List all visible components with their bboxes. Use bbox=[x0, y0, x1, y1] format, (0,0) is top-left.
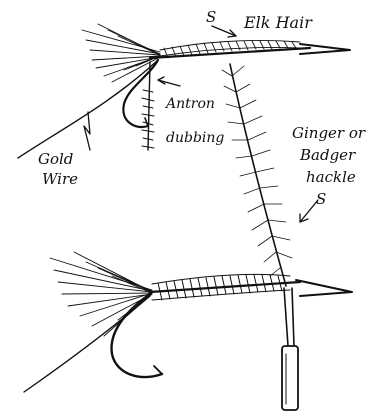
elk-hair-arrow-mark: S bbox=[206, 8, 216, 26]
bottom-hook-point bbox=[154, 366, 162, 374]
antron-dubbing-strand bbox=[142, 62, 154, 150]
label-elk-hair: Elk Hair bbox=[243, 13, 313, 32]
bottom-hook-eye bbox=[296, 280, 352, 296]
label-ginger-or: Ginger or bbox=[292, 124, 366, 142]
top-hook-point bbox=[145, 118, 148, 126]
hackle-feather bbox=[222, 64, 318, 286]
gold-wire-arrow bbox=[84, 112, 90, 150]
label-badger: Badger bbox=[299, 146, 356, 164]
elk-hair-arrow bbox=[212, 26, 236, 36]
antron-arrow bbox=[158, 80, 180, 86]
label-dubbing: dubbing bbox=[166, 130, 224, 146]
label-wire: Wire bbox=[42, 170, 78, 188]
hackle-arrow-mark: S bbox=[316, 190, 326, 208]
label-antron: Antron bbox=[164, 96, 215, 112]
bottom-fly bbox=[24, 252, 352, 410]
hackle-pliers bbox=[282, 288, 298, 410]
label-hackle: hackle bbox=[306, 168, 356, 186]
top-hook-bend bbox=[123, 60, 158, 127]
hackle-barbs bbox=[222, 66, 292, 276]
bottom-tail bbox=[50, 252, 152, 336]
label-gold: Gold bbox=[38, 150, 73, 168]
